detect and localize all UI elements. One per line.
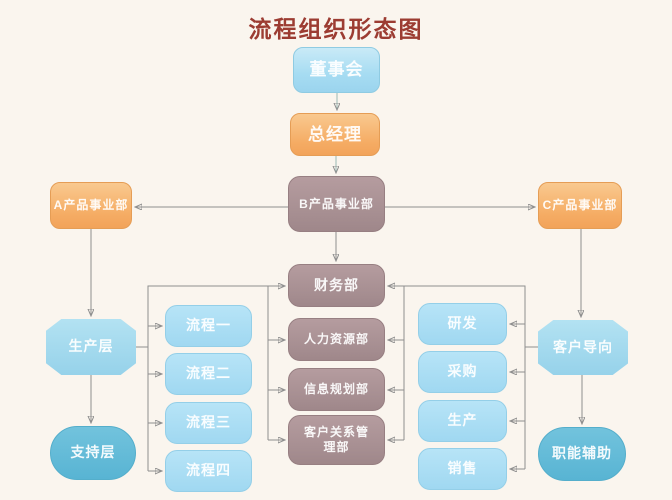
node-support-layer: 支持层 xyxy=(50,426,136,480)
node-finance-dept: 财务部 xyxy=(288,264,385,307)
node-general-manager: 总经理 xyxy=(290,113,380,156)
node-sales: 销售 xyxy=(418,448,507,490)
node-division-a: A产品事业部 xyxy=(50,182,132,229)
node-production: 生产 xyxy=(418,400,507,442)
connector-left-trunk-to-finance xyxy=(147,286,284,471)
node-functional-support: 职能辅助 xyxy=(538,427,626,481)
node-process-1: 流程一 xyxy=(165,305,252,347)
node-board-of-directors: 董事会 xyxy=(293,47,380,93)
node-crm-dept: 客户关系管理部 xyxy=(288,415,385,465)
connector-right-trunk-to-finance xyxy=(389,286,526,469)
node-division-b: B产品事业部 xyxy=(288,176,385,232)
node-process-3: 流程三 xyxy=(165,402,252,444)
node-process-4: 流程四 xyxy=(165,450,252,492)
node-division-c: C产品事业部 xyxy=(538,182,622,229)
node-procurement: 采购 xyxy=(418,351,507,393)
node-rnd: 研发 xyxy=(418,303,507,345)
node-info-planning-dept: 信息规划部 xyxy=(288,368,385,411)
node-production-layer: 生产层 xyxy=(46,319,136,375)
node-process-2: 流程二 xyxy=(165,353,252,395)
page-title: 流程组织形态图 xyxy=(248,17,424,42)
node-hr-dept: 人力资源部 xyxy=(288,318,385,361)
node-customer-orientation: 客户导向 xyxy=(538,320,628,375)
